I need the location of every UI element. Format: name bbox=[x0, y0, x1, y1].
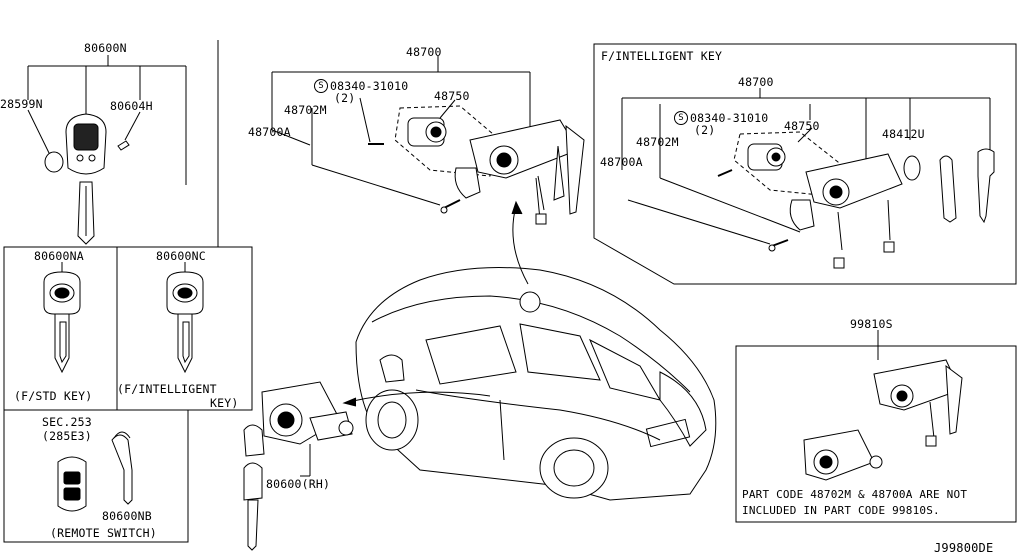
key-80600NC bbox=[166, 262, 204, 374]
label-80600NB: 80600NB bbox=[102, 509, 152, 523]
label-intel-key-1: (F/INTELLIGENT bbox=[117, 382, 217, 396]
key-80600NA bbox=[43, 262, 81, 374]
label-80604H: 80604H bbox=[110, 99, 153, 113]
label-r48700A: 48700A bbox=[600, 155, 643, 169]
label-f-intelligent-key: F/INTELLIGENT KEY bbox=[601, 49, 723, 63]
label-qty2: (2) bbox=[334, 91, 356, 105]
label-08340: 08340-31010 bbox=[330, 79, 409, 93]
label-80600N: 80600N bbox=[84, 41, 127, 55]
label-r48702M: 48702M bbox=[636, 135, 679, 149]
label-rqty2: (2) bbox=[694, 123, 716, 137]
door-cylinder-80600RH bbox=[243, 381, 354, 551]
label-intel-key-2: KEY) bbox=[210, 396, 239, 410]
note-line-1: PART CODE 48702M & 48700A ARE NOT bbox=[742, 488, 968, 501]
left-frames bbox=[3, 40, 253, 543]
label-80600NC: 80600NC bbox=[156, 249, 206, 263]
note-line-2: INCLUDED IN PART CODE 99810S. bbox=[742, 504, 940, 517]
label-99810S: 99810S bbox=[850, 317, 893, 331]
label-r48750: 48750 bbox=[784, 119, 820, 133]
car-illustration bbox=[342, 200, 717, 501]
remote-switch bbox=[57, 431, 133, 512]
key-set-80600N bbox=[27, 55, 187, 245]
s-symbol: S bbox=[314, 79, 328, 93]
label-80600NA: 80600NA bbox=[34, 249, 84, 263]
label-80600RH: 80600(RH) bbox=[266, 477, 331, 491]
label-r48700: 48700 bbox=[738, 75, 774, 89]
label-r08340: 08340-31010 bbox=[690, 111, 769, 125]
label-48750: 48750 bbox=[434, 89, 470, 103]
intelligent-key-frame bbox=[593, 43, 1017, 285]
s-symbol-right: S bbox=[674, 111, 688, 125]
label-r48412U: 48412U bbox=[882, 127, 925, 141]
set-99810S bbox=[735, 330, 1017, 523]
label-285E3: (285E3) bbox=[42, 429, 92, 443]
center-lock-assembly bbox=[271, 56, 585, 225]
diagram-code: J99800DE bbox=[934, 541, 994, 555]
label-std-key: (F/STD KEY) bbox=[14, 389, 93, 403]
label-sec253: SEC.253 bbox=[42, 415, 92, 429]
label-48700A: 48700A bbox=[248, 125, 291, 139]
label-28599N: 28599N bbox=[0, 97, 43, 111]
label-remote-switch: (REMOTE SWITCH) bbox=[50, 526, 157, 540]
label-48702M: 48702M bbox=[284, 103, 327, 117]
label-48700: 48700 bbox=[406, 45, 442, 59]
